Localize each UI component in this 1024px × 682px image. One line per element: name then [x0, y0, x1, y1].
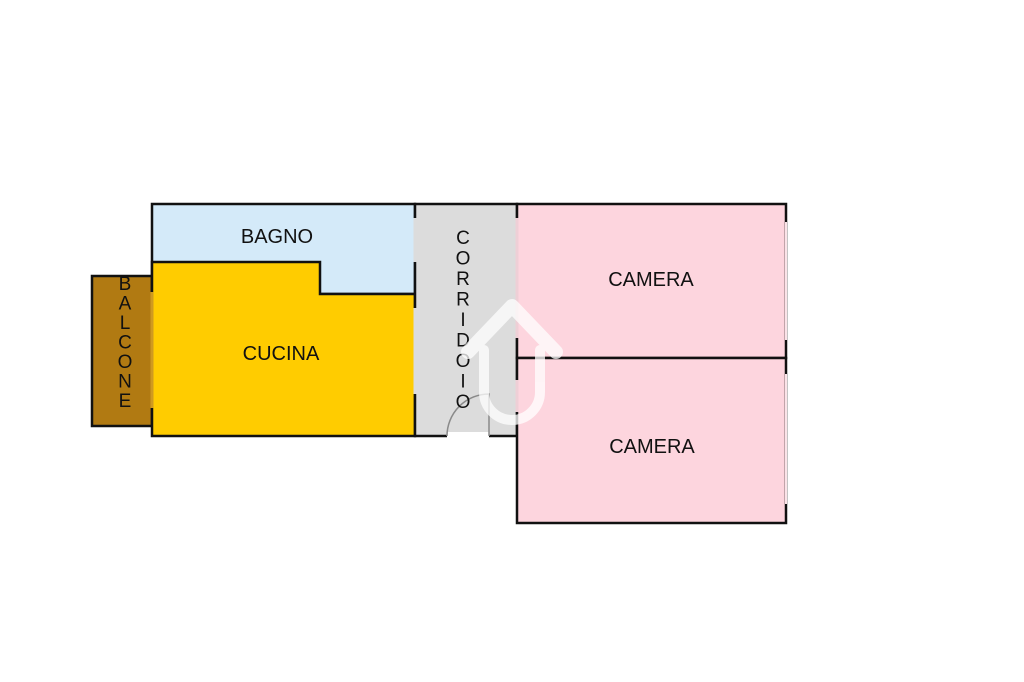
- balcone-area: [90, 274, 154, 428]
- entrance-gap: [447, 432, 489, 438]
- camera-2-area: [515, 356, 788, 525]
- camera-2-label: CAMERA: [609, 436, 695, 458]
- cucina-label: CUCINA: [243, 343, 320, 365]
- camera-1-label: CAMERA: [608, 269, 694, 291]
- room-camera-1: CAMERA: [515, 202, 788, 360]
- bagno-label: BAGNO: [241, 226, 313, 248]
- camera-1-area: [515, 202, 788, 360]
- house-logo-watermark: [461, 299, 563, 425]
- room-camera-2: CAMERA: [515, 356, 788, 525]
